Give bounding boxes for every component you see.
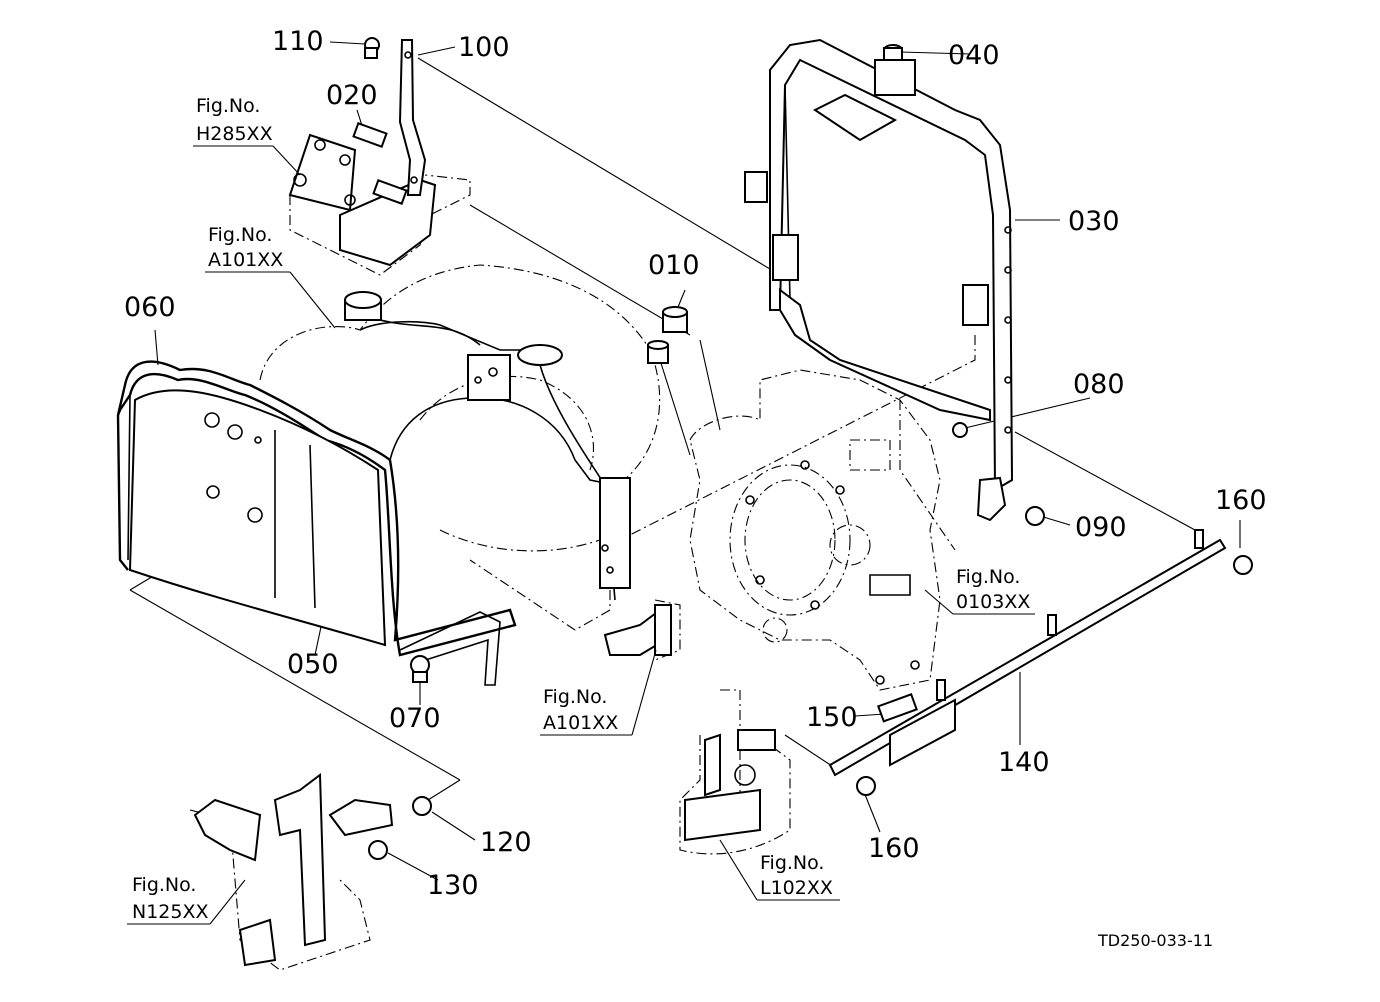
figref-0103-code: 0103XX bbox=[956, 591, 1030, 613]
figref-h285-label: Fig.No. bbox=[196, 95, 260, 117]
figref-h285-code: H285XX bbox=[196, 123, 273, 145]
figref-h285[interactable]: Fig.No. H285XX bbox=[193, 95, 301, 176]
figref-n125-code: N125XX bbox=[132, 901, 209, 923]
callout-130[interactable]: 130 bbox=[427, 870, 479, 901]
figref-0103[interactable]: Fig.No. 0103XX bbox=[924, 566, 1035, 615]
figref-l102-code: L102XX bbox=[760, 877, 833, 899]
part-100-strap bbox=[364, 37, 427, 196]
callout-050[interactable]: 050 bbox=[287, 649, 339, 680]
callout-090[interactable]: 090 bbox=[1075, 512, 1127, 543]
figref-a101-top-label: Fig.No. bbox=[208, 224, 272, 246]
figref-a101-bottom-code: A101XX bbox=[543, 712, 618, 734]
part-050-shield-plate bbox=[128, 389, 501, 686]
figure-references: Fig.No. H285XX Fig.No. A101XX Fig.No. 01… bbox=[127, 95, 1035, 925]
figref-n125-label: Fig.No. bbox=[132, 874, 196, 896]
callout-160-lower[interactable]: 160 bbox=[868, 833, 920, 864]
part-010-collar bbox=[647, 306, 688, 364]
callout-160-upper[interactable]: 160 bbox=[1215, 485, 1267, 516]
callout-040[interactable]: 040 bbox=[948, 40, 1000, 71]
part-housing bbox=[745, 460, 920, 685]
figref-a101-bottom-label: Fig.No. bbox=[543, 686, 607, 708]
figref-a101-top[interactable]: Fig.No. A101XX bbox=[205, 224, 336, 329]
callout-060[interactable]: 060 bbox=[124, 292, 176, 323]
callout-120[interactable]: 120 bbox=[480, 827, 532, 858]
callout-080[interactable]: 080 bbox=[1073, 369, 1125, 400]
figref-n125[interactable]: Fig.No. N125XX bbox=[127, 874, 246, 925]
part-n125-bracket bbox=[193, 773, 432, 967]
part-l102-bracket bbox=[684, 729, 776, 842]
part-060-tank-band bbox=[116, 360, 517, 657]
figref-l102-label: Fig.No. bbox=[760, 852, 824, 874]
callout-020[interactable]: 020 bbox=[326, 80, 378, 111]
part-fuel-tank bbox=[344, 291, 672, 656]
part-030-frame bbox=[744, 38, 1045, 526]
part-140-rail bbox=[828, 529, 1253, 796]
callout-070[interactable]: 070 bbox=[389, 703, 441, 734]
callout-150[interactable]: 150 bbox=[806, 702, 858, 733]
callout-110[interactable]: 110 bbox=[272, 26, 324, 57]
drawing-code: TD250-033-11 bbox=[1097, 931, 1213, 950]
callout-labels: 110 100 040 020 030 010 060 080 090 160 … bbox=[124, 26, 1267, 901]
callout-100[interactable]: 100 bbox=[458, 32, 510, 63]
part-070-bolt bbox=[410, 655, 430, 683]
figref-a101-top-code: A101XX bbox=[208, 249, 283, 271]
figref-a101-bottom[interactable]: Fig.No. A101XX bbox=[540, 649, 657, 736]
callout-030[interactable]: 030 bbox=[1068, 206, 1120, 237]
figref-l102[interactable]: Fig.No. L102XX bbox=[719, 839, 840, 901]
figref-0103-label: Fig.No. bbox=[956, 566, 1020, 588]
callout-140[interactable]: 140 bbox=[998, 747, 1050, 778]
callout-010[interactable]: 010 bbox=[648, 250, 700, 281]
part-020-valve-block bbox=[288, 122, 437, 267]
